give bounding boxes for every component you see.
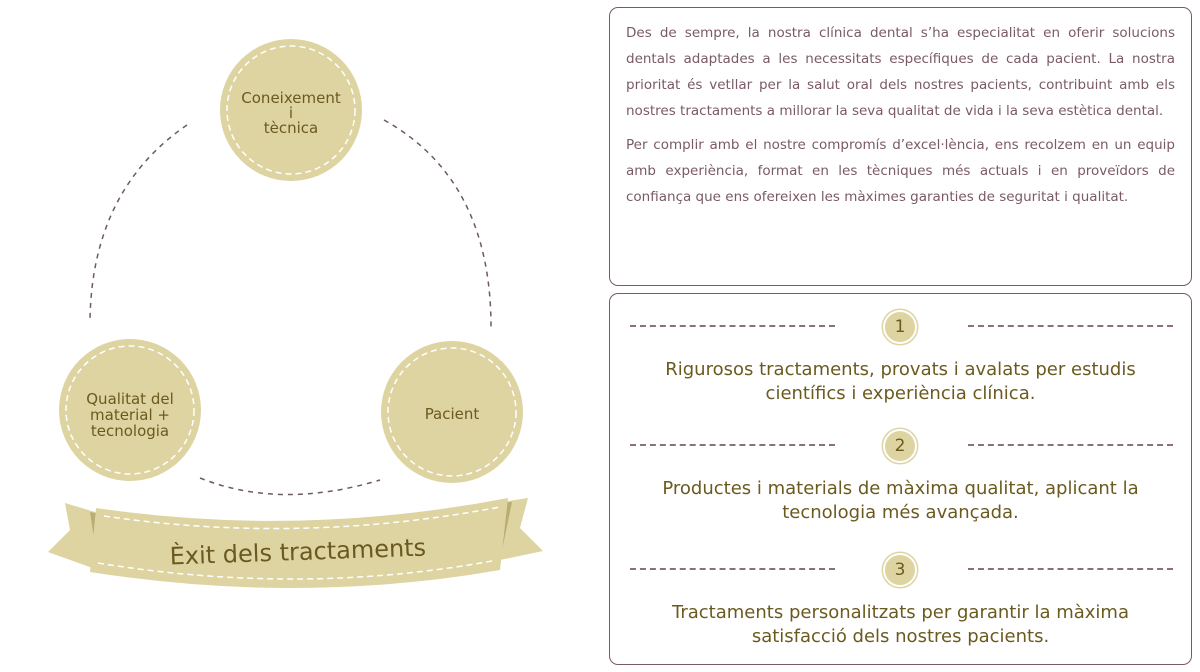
point-number-badge: 2 bbox=[883, 429, 917, 463]
divider-dashed bbox=[968, 325, 1173, 327]
divider-dashed bbox=[968, 568, 1173, 570]
circle-quality-line1: Qualitat del bbox=[86, 390, 173, 408]
point-text: Productes i materials de màxima qualitat… bbox=[662, 478, 1139, 523]
point-text: Tractaments personalitzats per garantir … bbox=[672, 602, 1129, 647]
banner-tail-left bbox=[48, 503, 105, 570]
circle-patient: Pacient bbox=[381, 341, 523, 483]
point-text: Rigurosos tractaments, provats i avalats… bbox=[665, 359, 1136, 404]
intro-text-box: Des de sempre, la nostra clínica dental … bbox=[609, 7, 1192, 286]
divider-dashed bbox=[630, 444, 835, 446]
circle-knowledge: Coneixement i tècnica bbox=[220, 39, 362, 181]
banner-ribbon: Èxit dels tractaments bbox=[48, 498, 543, 589]
arc-left bbox=[89, 124, 188, 321]
circle-knowledge-line1: Coneixement bbox=[241, 89, 341, 107]
divider-dashed bbox=[630, 325, 835, 327]
circle-patient-label: Pacient bbox=[425, 405, 480, 423]
success-cycle-diagram: Èxit dels tractaments Coneixement i tècn… bbox=[48, 39, 543, 589]
arc-right bbox=[383, 119, 492, 331]
banner-body bbox=[90, 498, 508, 589]
intro-paragraph-2: Per complir amb el nostre compromís d’ex… bbox=[626, 137, 1175, 205]
banner-stitch bbox=[97, 506, 501, 580]
circle-quality-line2: material + bbox=[90, 406, 170, 424]
point-number-badge: 1 bbox=[883, 310, 917, 344]
circle-quality: Qualitat del material + tecnologia bbox=[59, 339, 201, 481]
divider-dashed bbox=[968, 444, 1173, 446]
circle-knowledge-line3: tècnica bbox=[264, 119, 318, 137]
intro-paragraph-1: Des de sempre, la nostra clínica dental … bbox=[626, 25, 1175, 119]
circle-quality-line3: tecnologia bbox=[91, 422, 169, 440]
arc-bottom bbox=[199, 477, 381, 496]
cycle-arcs bbox=[89, 119, 492, 496]
key-points-box: 1 Rigurosos tractaments, provats i avala… bbox=[609, 293, 1192, 665]
circle-knowledge-line2: i bbox=[289, 104, 293, 122]
divider-dashed bbox=[630, 568, 835, 570]
point-number-badge: 3 bbox=[883, 553, 917, 587]
